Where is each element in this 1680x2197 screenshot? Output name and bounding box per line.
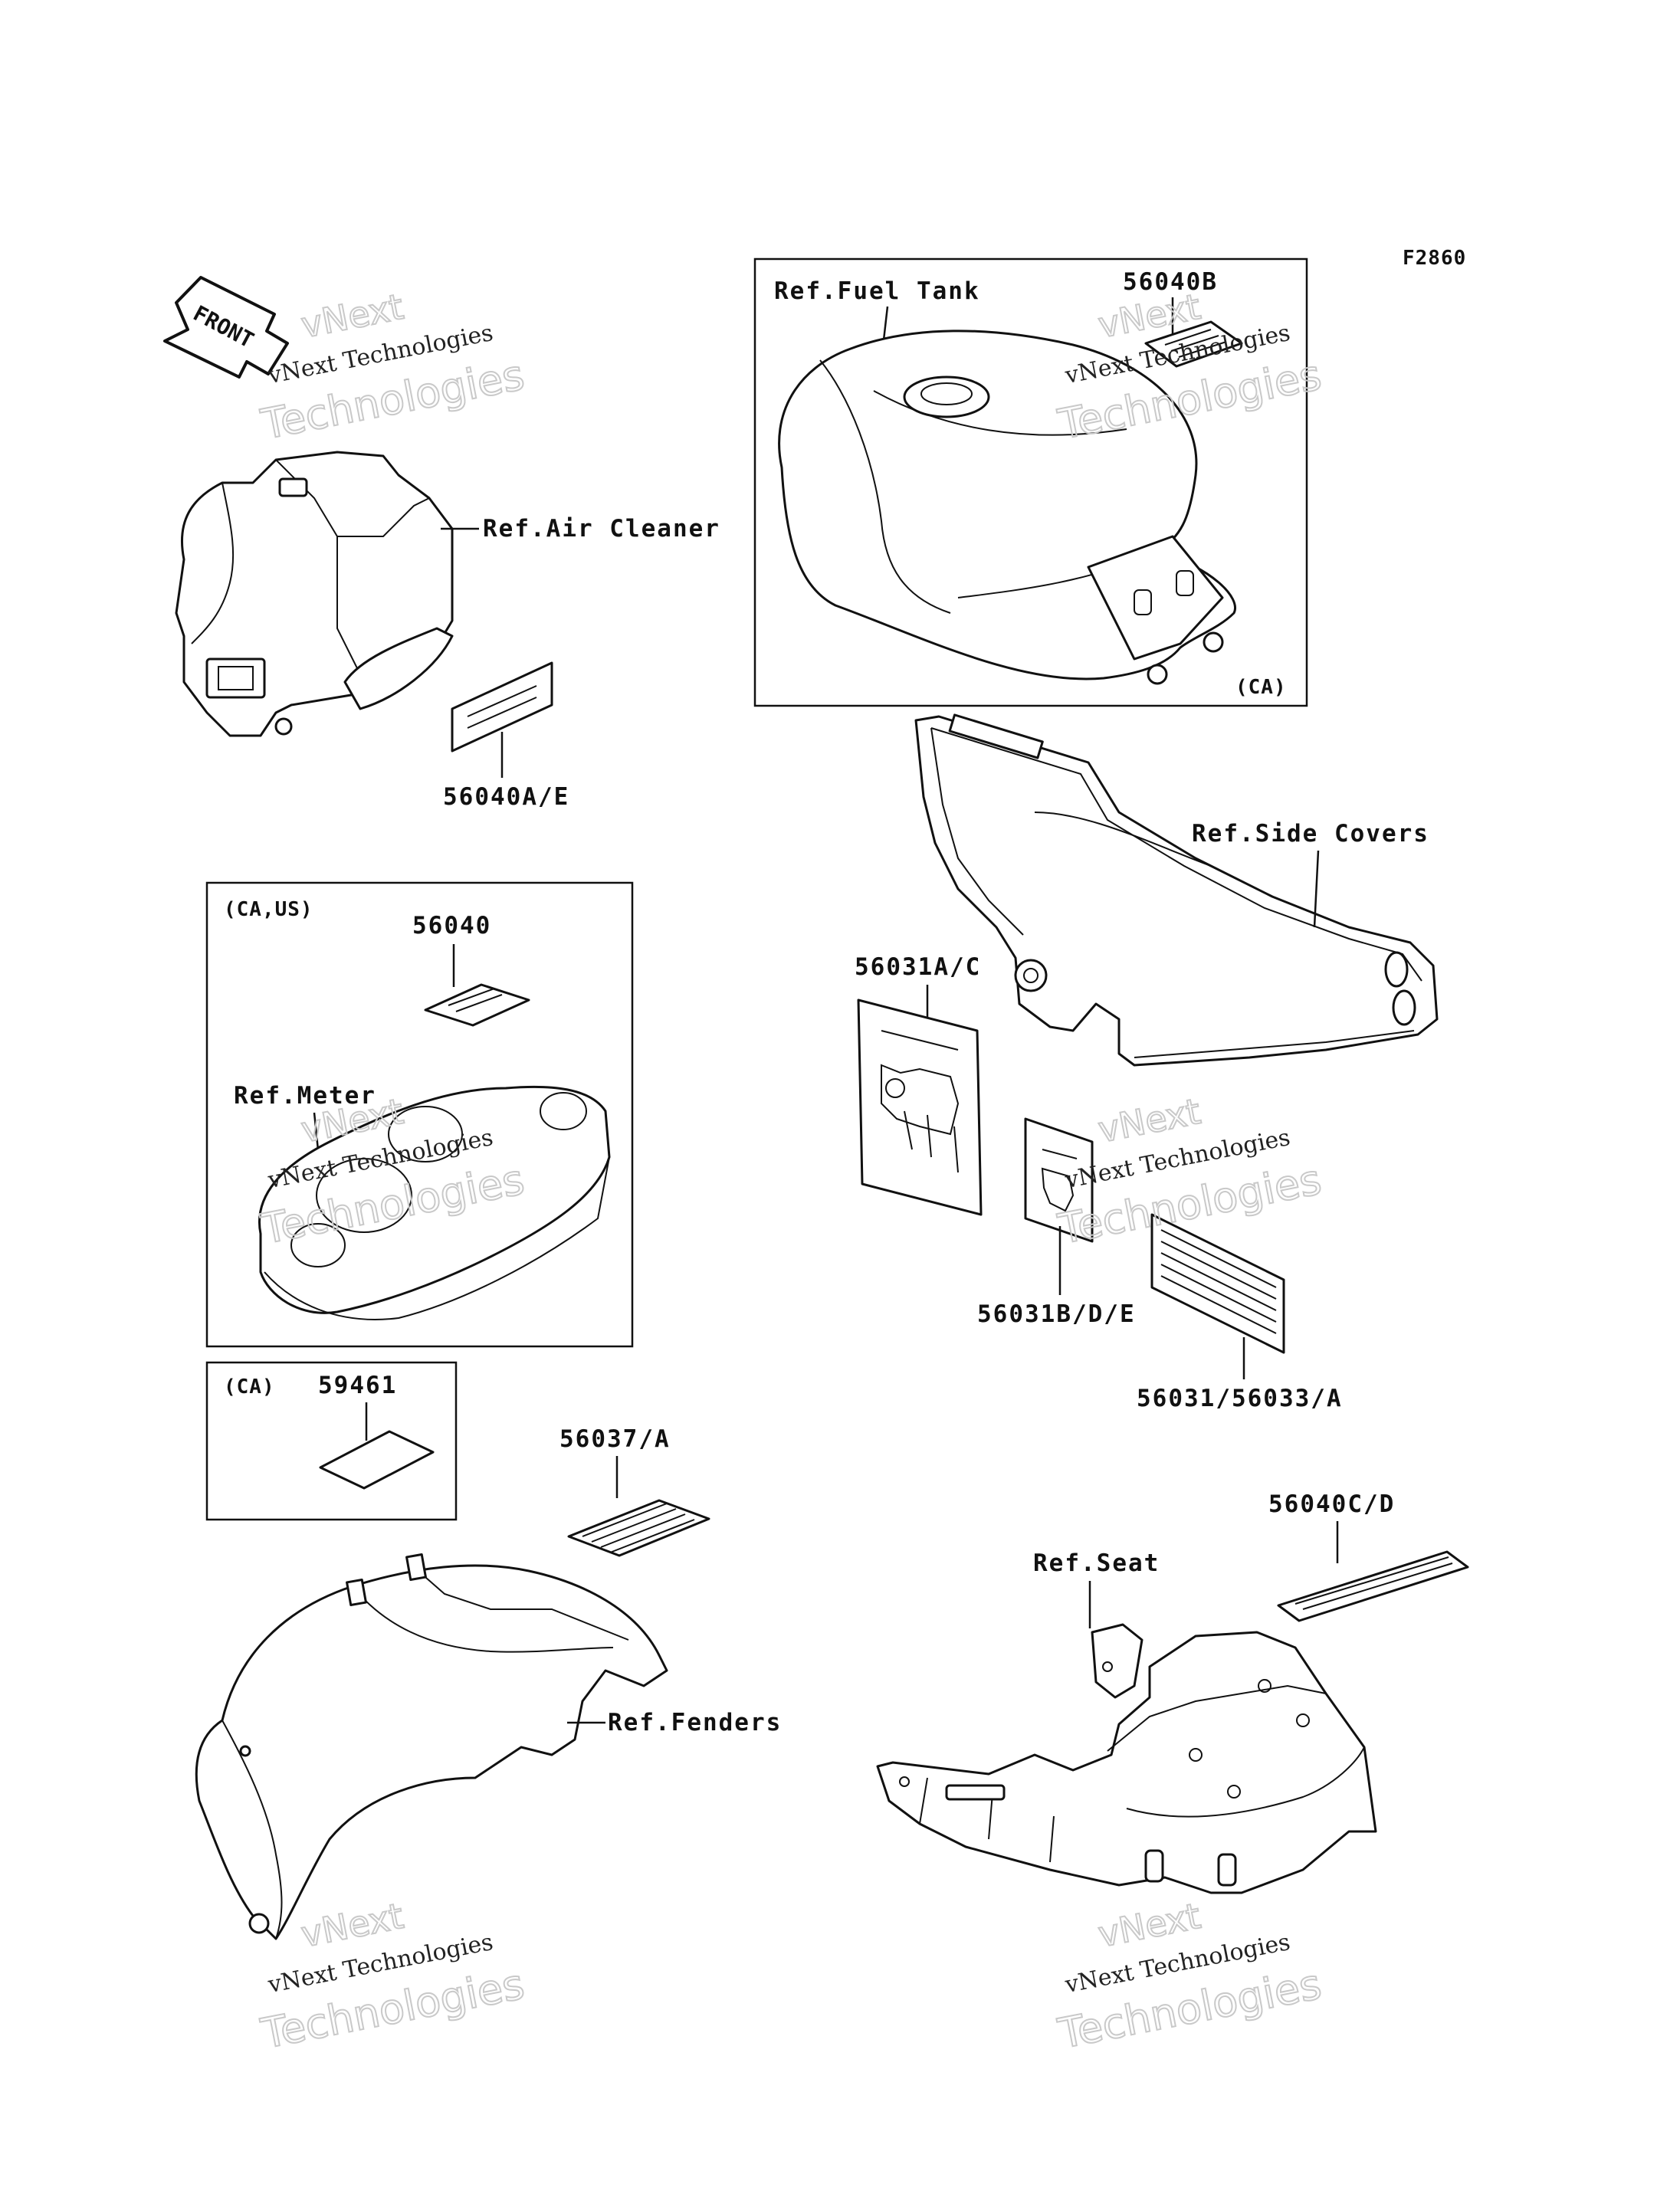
decal-59461 (319, 1430, 435, 1490)
decal-region-box (205, 1361, 458, 1521)
part-56031-56033A-label: 56031/56033/A (1137, 1385, 1343, 1412)
fuel-tank-region-box (753, 257, 1308, 707)
watermark-top-left: vNext vNext Technologies Technologies (256, 285, 529, 450)
watermark-text: vNext (1094, 1895, 1203, 1956)
side-covers-leader (1313, 850, 1320, 928)
part-56040B-label: 56040B (1123, 268, 1218, 296)
meter-label: Ref.Meter (234, 1082, 376, 1110)
part-56040-label: 56040 (412, 912, 491, 939)
part-56040CD-label: 56040C/D (1268, 1490, 1395, 1518)
fenders-drawing (195, 1553, 668, 1940)
watermark-text: vNext (297, 286, 406, 346)
part-56040AE-label: 56040A/E (443, 783, 569, 811)
meter-drawing (258, 1085, 611, 1320)
part-56037A-label: 56037/A (559, 1425, 671, 1453)
air-cleaner-label: Ref.Air Cleaner (483, 515, 720, 543)
watermark-bottom-right: vNext vNext Technologies Technologies (1053, 1894, 1326, 2059)
meter-region-tag: (CA,US) (224, 898, 313, 921)
watermark-mid-left: vNext vNext Technologies Technologies (256, 1090, 529, 1254)
part-56031AC-label: 56031A/C (855, 953, 981, 981)
decal-56031-56033A (1150, 1213, 1285, 1354)
seat-label: Ref.Seat (1033, 1549, 1160, 1577)
fuel-tank-label: Ref.Fuel Tank (774, 277, 980, 305)
part-56031BDE-label: 56031B/D/E (977, 1300, 1136, 1328)
fuel-tank-drawing (778, 330, 1236, 685)
side-covers-drawing (914, 713, 1439, 1067)
decal-region-tag: (CA) (224, 1376, 275, 1399)
watermark-text: vNext (297, 1895, 406, 1956)
air-cleaner-drawing (175, 451, 454, 737)
decal-56040CD (1277, 1550, 1469, 1622)
seat-drawing (876, 1623, 1377, 1894)
decal-56037A (567, 1499, 710, 1557)
decal-56040AE (451, 661, 553, 753)
fuel-tank-region-tag: (CA) (1235, 676, 1287, 699)
meter-region-box (205, 881, 634, 1348)
fenders-label: Ref.Fenders (608, 1709, 782, 1736)
decal-56031AC (857, 998, 983, 1216)
part-59461-label: 59461 (318, 1372, 397, 1399)
front-arrow-icon: FRONT (163, 276, 289, 379)
decal-56031BDE (1024, 1117, 1094, 1243)
decal-56040 (424, 983, 530, 1027)
watermark-text: vNext (1094, 1090, 1203, 1151)
decal-56040B (1144, 320, 1243, 368)
figure-code: F2860 (1403, 247, 1466, 270)
side-covers-label: Ref.Side Covers (1192, 820, 1429, 848)
